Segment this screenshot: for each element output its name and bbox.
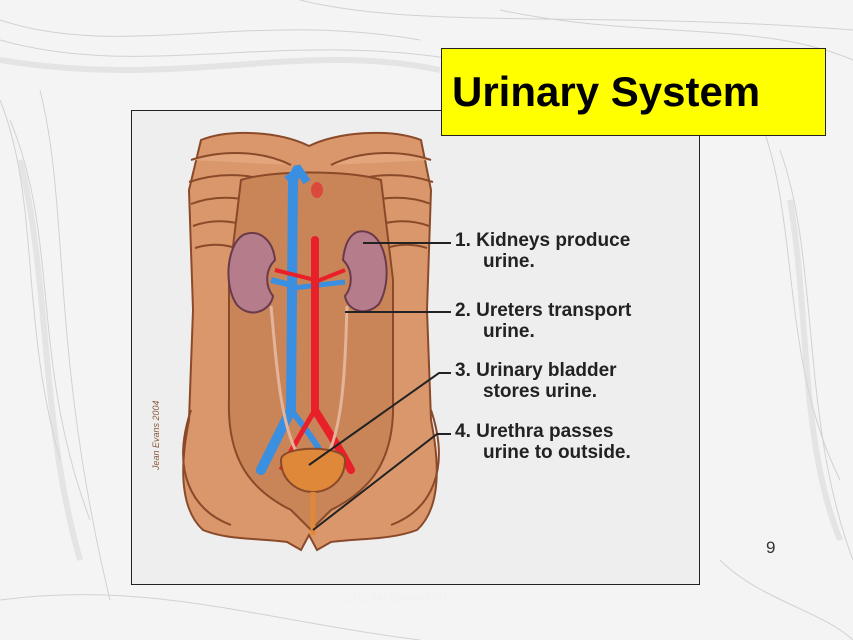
leader-lines — [308, 242, 451, 531]
bladder — [279, 447, 347, 494]
label-ureters: 2. Ureters transport urine. — [455, 300, 631, 342]
urinary-system-illustration — [182, 131, 451, 552]
label-urethra-line2: urine to outside. — [483, 442, 631, 463]
label-urethra-line1: 4. Urethra passes — [455, 421, 614, 442]
title-box: Urinary System — [441, 48, 826, 136]
slide-title: Urinary System — [452, 68, 761, 115]
left-ureter — [269, 305, 303, 461]
right-kidney — [341, 230, 388, 313]
label-bladder: 3. Urinary bladder stores urine. — [455, 360, 617, 402]
label-ureters-line2: urine. — [483, 321, 535, 342]
label-kidneys: 1. Kidneys produce urine. — [455, 230, 630, 272]
copyright-note: ...fe, McGraw-Hill — [342, 590, 447, 605]
left-kidney — [227, 232, 277, 314]
label-urethra: 4. Urethra passes urine to outside. — [455, 421, 631, 463]
label-ureters-line1: 2. Ureters transport — [455, 300, 632, 321]
label-kidneys-line2: urine. — [483, 251, 535, 272]
artist-signature: Jean Evans 2004 — [151, 400, 161, 470]
label-bladder-line1: 3. Urinary bladder — [455, 360, 617, 381]
label-kidneys-line1: 1. Kidneys produce — [455, 230, 631, 251]
slide-number: 9 — [766, 538, 776, 557]
right-ureter — [323, 305, 349, 461]
label-bladder-line2: stores urine. — [483, 381, 598, 402]
